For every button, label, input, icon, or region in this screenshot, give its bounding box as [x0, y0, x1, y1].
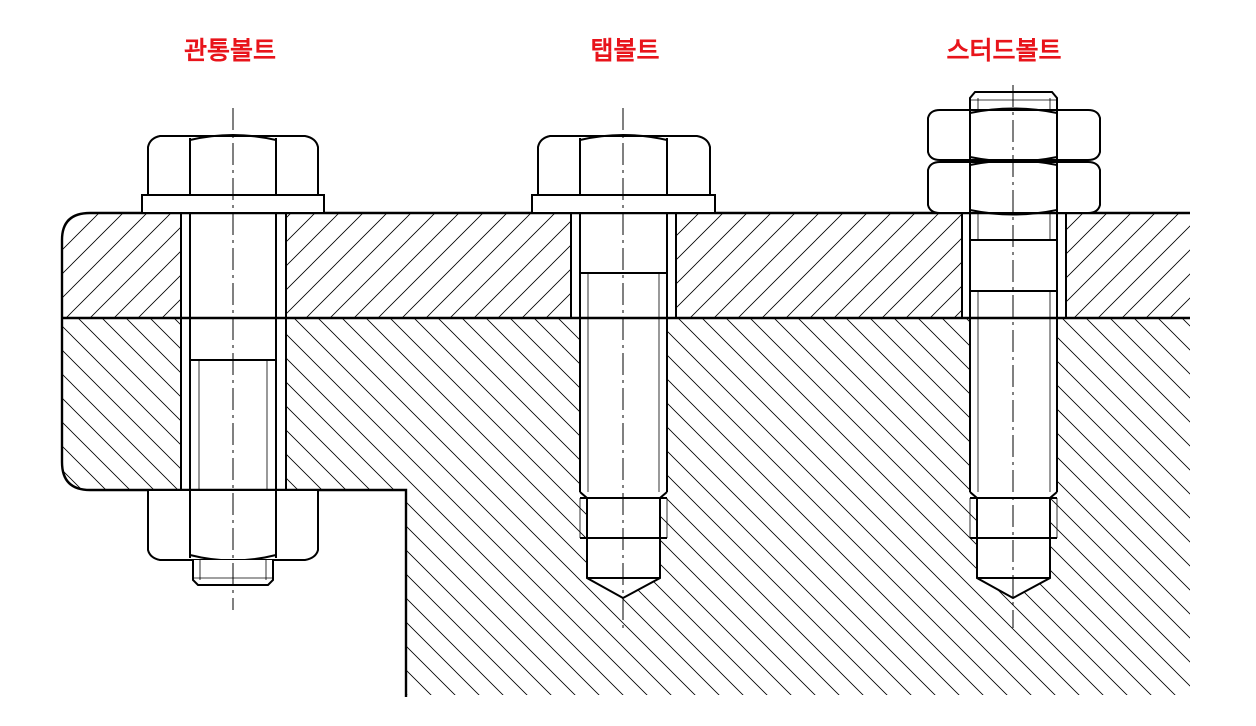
tap-bolt	[531, 108, 716, 628]
through-bolt	[141, 108, 325, 610]
plate-outlines	[60, 211, 1190, 697]
through-bolt-label: 관통볼트	[183, 36, 276, 65]
stud-bolt-label: 스터드볼트	[946, 36, 1062, 65]
stud-bolt	[927, 85, 1101, 628]
tap-bolt-label: 탭볼트	[590, 36, 660, 65]
